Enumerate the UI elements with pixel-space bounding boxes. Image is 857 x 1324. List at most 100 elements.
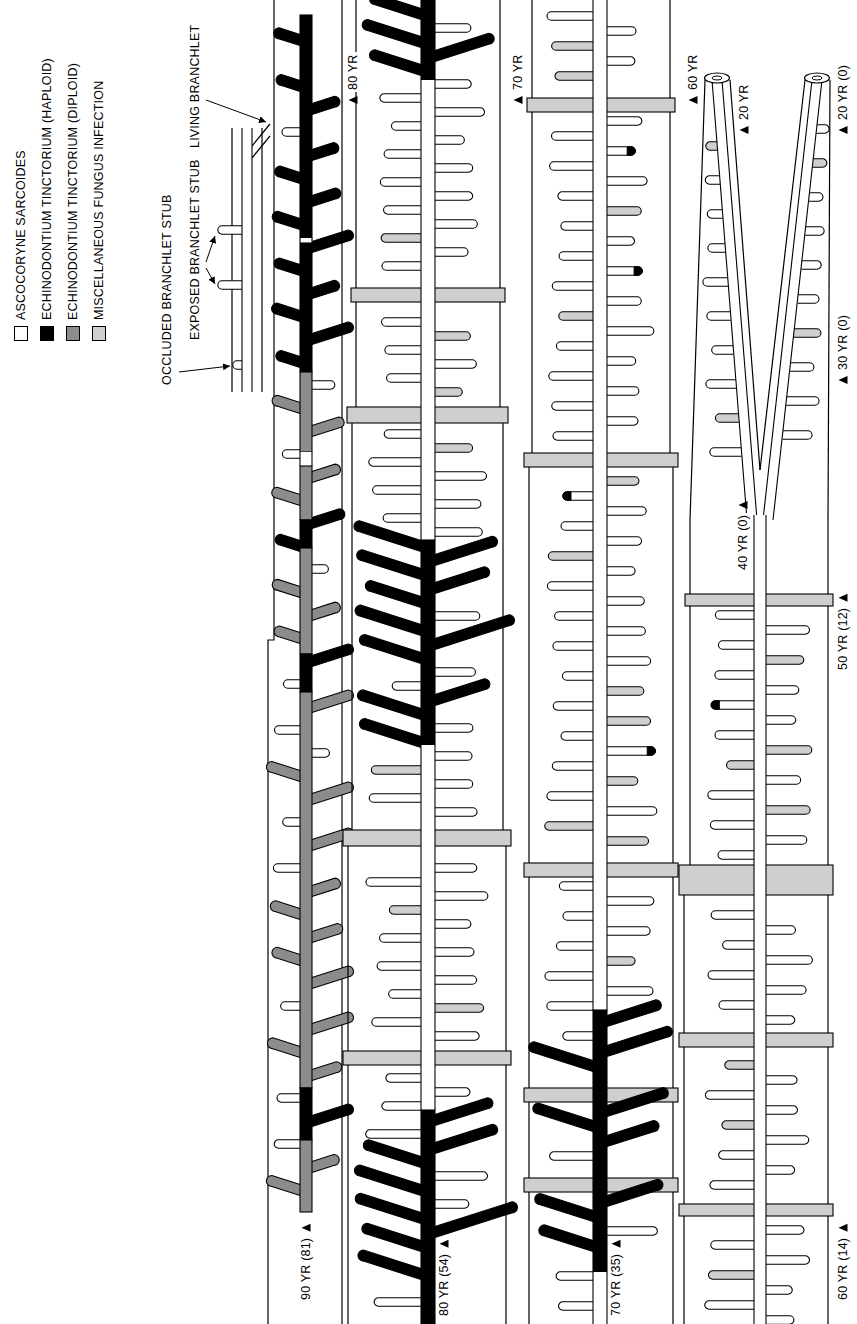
infected-branchlet [357,550,421,580]
branchlet-stub [766,956,812,964]
branchlet-stub [607,477,639,485]
diploid-decay [300,372,312,452]
branchlet-stub [435,388,462,396]
branchlet-stub [607,177,647,185]
branchlet-stub [563,1032,593,1040]
infected-branchlet [435,1202,518,1238]
infected-branchlet [370,0,421,20]
branchlet-stub [607,657,651,665]
branchlet-stub [711,1241,754,1249]
diploid-decay [300,548,312,654]
branchlet-stub [435,192,473,200]
branchlet-stub [558,192,593,200]
haploid-tip [634,267,642,275]
infected-branchlet [365,580,421,607]
diploid-decay [300,692,312,1088]
branchlet-stub [281,1002,300,1010]
branchlet-stub [607,927,650,935]
cut-end [805,73,830,83]
year-label: 80 YR (54) [437,1252,452,1318]
legend-swatch [92,326,106,341]
legend-text: ASCOCORYNE SARCOIDES [14,150,29,320]
branchlet-stub [552,132,593,140]
haploid-tip [711,701,719,709]
branchlet-stub [549,372,593,380]
stem-section [679,515,833,1324]
infected-branchlet [355,605,421,635]
bark-line [341,0,342,1324]
pith [593,0,607,1010]
branchlet-stub [722,1121,754,1129]
infected-branchlet [607,1088,668,1117]
branchlet-stub [715,611,754,619]
branchlet-stub [715,731,754,739]
branchlet-stub [553,642,593,650]
branchlet-stub [435,1004,484,1012]
infected-branchlet [312,230,354,253]
branchlet-stub [380,178,421,186]
cut-end [705,73,730,83]
branchlet-stub [766,716,796,724]
branchlet-stub [766,1256,809,1264]
pith-line [420,80,421,540]
branchlet-stub [435,1172,488,1180]
pith-line [765,515,766,1324]
branchlet-stub [435,892,488,900]
branchlet-stub [435,248,468,256]
branchlet-stub [435,108,485,116]
branchlet-stub [607,837,649,845]
branchlet-stub [794,329,821,337]
year-label: 70 YR [511,52,526,92]
year-label: 70 YR (35) [609,1252,624,1318]
branchlet-stub [547,12,593,20]
infected-branchlet [272,211,300,229]
branchlet-stub [218,226,242,234]
infected-branchlet [312,878,340,896]
infected-branchlet [312,143,339,161]
branchlet-stub [706,380,736,388]
diploid-decay [300,466,312,520]
infected-branchlet [435,1098,493,1126]
branchlet-stub [369,458,421,466]
branchlet-stub [607,957,635,965]
branchlet-stub [766,656,804,664]
branchlet-stub [559,312,593,320]
branchlet-stub [766,1316,794,1324]
branchlet-stub [707,312,731,320]
pith-line [251,128,252,392]
stem-section [266,0,353,1324]
legend-swatch [14,326,28,341]
haploid-decay [300,520,312,548]
branchlet-stub [556,942,593,950]
infected-branchlet [312,602,340,620]
branchlet-stub [766,776,801,784]
branchlet-stub [373,486,421,494]
branchlet-stub [282,450,300,458]
branchlet-stub [435,360,476,368]
branchlet-stub [435,808,477,816]
branchlet-stub [607,327,654,335]
pith-line [311,238,312,243]
branchlet-stub [374,1298,421,1306]
branchlet-stub [607,987,653,995]
branchlet-stub [435,1200,469,1208]
haploid-decay [300,654,312,692]
branchlet-stub [607,357,636,365]
infected-branchlet [312,509,345,529]
pith-line [592,0,593,1010]
branchlet-stub [559,1302,593,1310]
branchlet-stub [283,818,300,826]
branchlet-stub [805,227,824,235]
branchlet-stub [547,1002,593,1010]
infected-branchlet [312,96,340,114]
branchlet-stub [435,976,477,984]
branchlet-stub [719,1151,754,1159]
bark-line [670,0,673,1324]
branchlet-stub [718,851,754,859]
branchlet-stub [607,387,639,395]
branchlet-stub [607,627,645,635]
key-label: OCCLUDED BRANCHLET STUB [160,194,175,385]
infected-branchlet [266,1176,300,1196]
key-label: LIVING BRANCHLET [188,25,203,148]
